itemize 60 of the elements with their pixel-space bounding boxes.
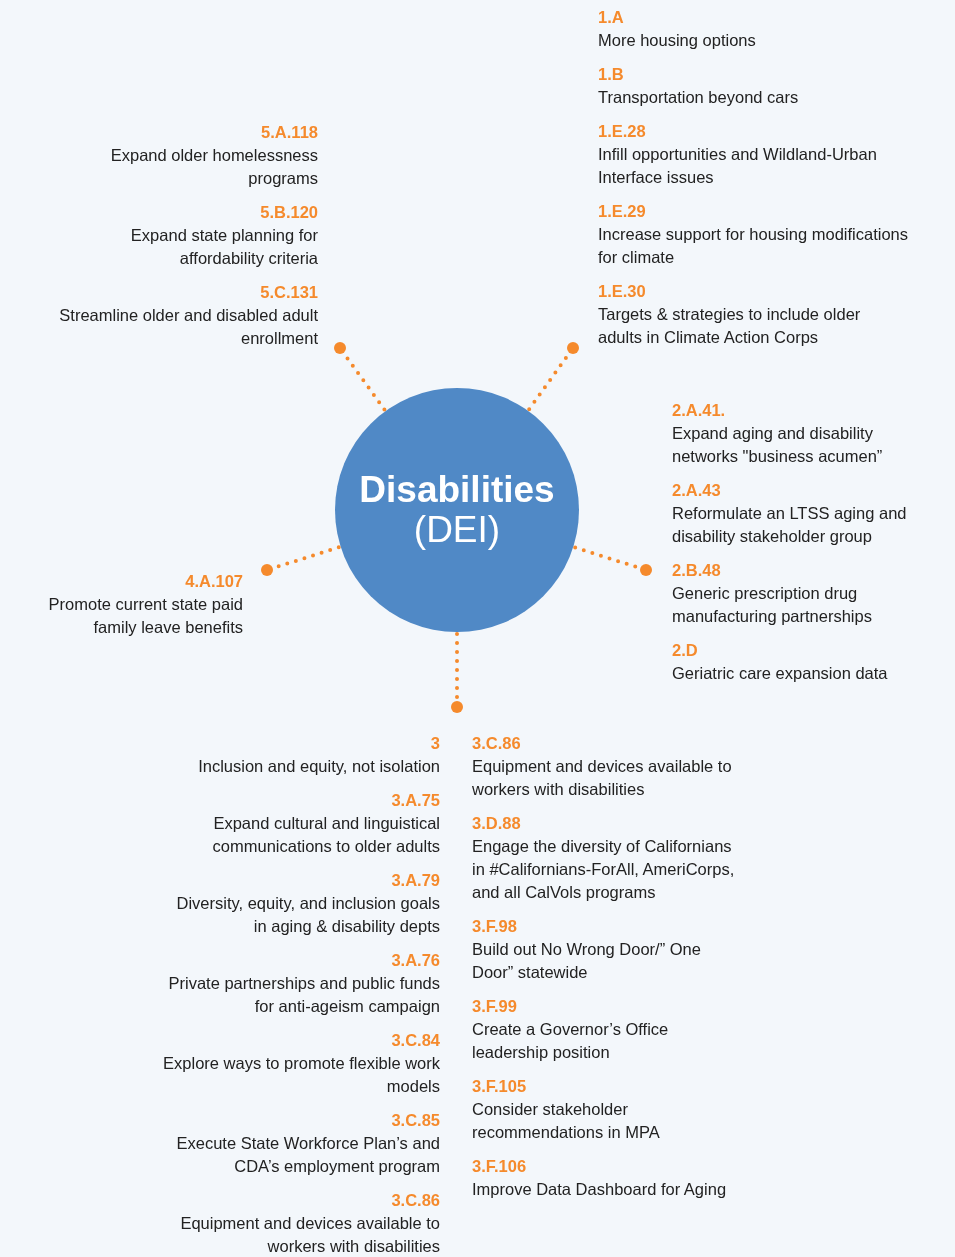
reference-code: 3.C.85: [390, 1110, 440, 1131]
reference-code: 3.A.79: [390, 870, 440, 891]
goal-text: Infill opportunities and Wildland-Urban Interface issues: [598, 144, 878, 188]
goal-text: Generic prescription drug manufacturing partnerships: [672, 583, 873, 627]
connector-dot: [640, 564, 652, 576]
goal-text: Expand cultural and linguistical communications to older adults: [211, 813, 440, 857]
goal-text: Execute State Workforce Plan’s and CDA’s employment program: [175, 1133, 440, 1177]
goal-text: Equipment and devices available to workers with disabilities: [179, 1213, 440, 1257]
reference-code: 4.A.107: [184, 571, 243, 592]
goal-text: Streamline older and disabled adult enrollment: [58, 305, 318, 349]
reference-code: 3.F.98: [472, 916, 518, 937]
reference-code: 3.C.84: [390, 1030, 440, 1051]
reference-code: 5.A.118: [260, 122, 318, 143]
reference-code: 3.A.76: [390, 950, 440, 971]
goal-text: Explore ways to promote flexible work models: [162, 1053, 440, 1097]
reference-code: 1.A: [598, 7, 625, 28]
goal-text: Increase support for housing modifications for climate: [598, 224, 908, 268]
goal-text: More housing options: [598, 30, 757, 51]
reference-code: 2.A.43: [672, 480, 722, 501]
reference-code: 1.E.30: [598, 281, 647, 302]
reference-code: 1.E.29: [598, 201, 647, 222]
reference-code: 3.C.86: [472, 733, 522, 754]
reference-code: 2.A.41.: [672, 400, 727, 421]
goal-text: Engage the diversity of Californians in #Californians-ForAll, AmeriCorps, and all CalVols programs: [472, 836, 736, 903]
goal-text: Private partnerships and public funds for anti-ageism campaign: [167, 973, 440, 1017]
goal-text: Targets & strategies to include older adults in Climate Action Corps: [598, 304, 862, 348]
reference-code: 3.D.88: [472, 813, 522, 834]
goal-text: Inclusion and equity, not isolation: [197, 756, 440, 777]
goal-text: Expand state planning for affordability criteria: [129, 225, 318, 269]
circle-title: Disabilities: [359, 470, 555, 510]
reference-code: 3: [429, 733, 440, 754]
reference-code: 3.A.75: [390, 790, 440, 811]
connector-dot: [451, 701, 463, 713]
goal-text: Geriatric care expansion data: [672, 663, 889, 684]
goal-text: Promote current state paid family leave benefits: [47, 594, 243, 638]
goal-text: Create a Governor’s Office leadership position: [472, 1019, 670, 1063]
reference-code: 3.F.105: [472, 1076, 528, 1097]
reference-code: 1.E.28: [598, 121, 647, 142]
dotted-connector: [455, 632, 459, 701]
goal-text: Consider stakeholder recommendations in MPA: [472, 1099, 661, 1143]
connector-dot: [261, 564, 273, 576]
goal-text: Diversity, equity, and inclusion goals in aging & disability depts: [175, 893, 440, 937]
goal-text: Expand older homelessness programs: [109, 145, 318, 189]
connector-dot: [334, 342, 346, 354]
reference-code: 5.B.120: [259, 202, 318, 223]
reference-code: 5.C.131: [259, 282, 318, 303]
reference-code: 3.C.86: [390, 1190, 440, 1211]
goal-text: Transportation beyond cars: [598, 87, 800, 108]
reference-code: 3.F.99: [472, 996, 518, 1017]
reference-code: 1.B: [598, 64, 625, 85]
goal-text: Improve Data Dashboard for Aging: [472, 1179, 728, 1200]
reference-code: 2.D: [672, 640, 699, 661]
goal-text: Equipment and devices available to workers with disabilities: [472, 756, 733, 800]
reference-code: 2.B.48: [672, 560, 722, 581]
goal-text: Build out No Wrong Door/” One Door” statewide: [472, 939, 702, 983]
goal-text: Expand aging and disability networks "business acumen”: [672, 423, 884, 467]
circle-subtitle: (DEI): [413, 510, 501, 550]
connector-dot: [567, 342, 579, 354]
reference-code: 3.F.106: [472, 1156, 528, 1177]
goal-text: Reformulate an LTSS aging and disability stakeholder group: [672, 503, 908, 547]
